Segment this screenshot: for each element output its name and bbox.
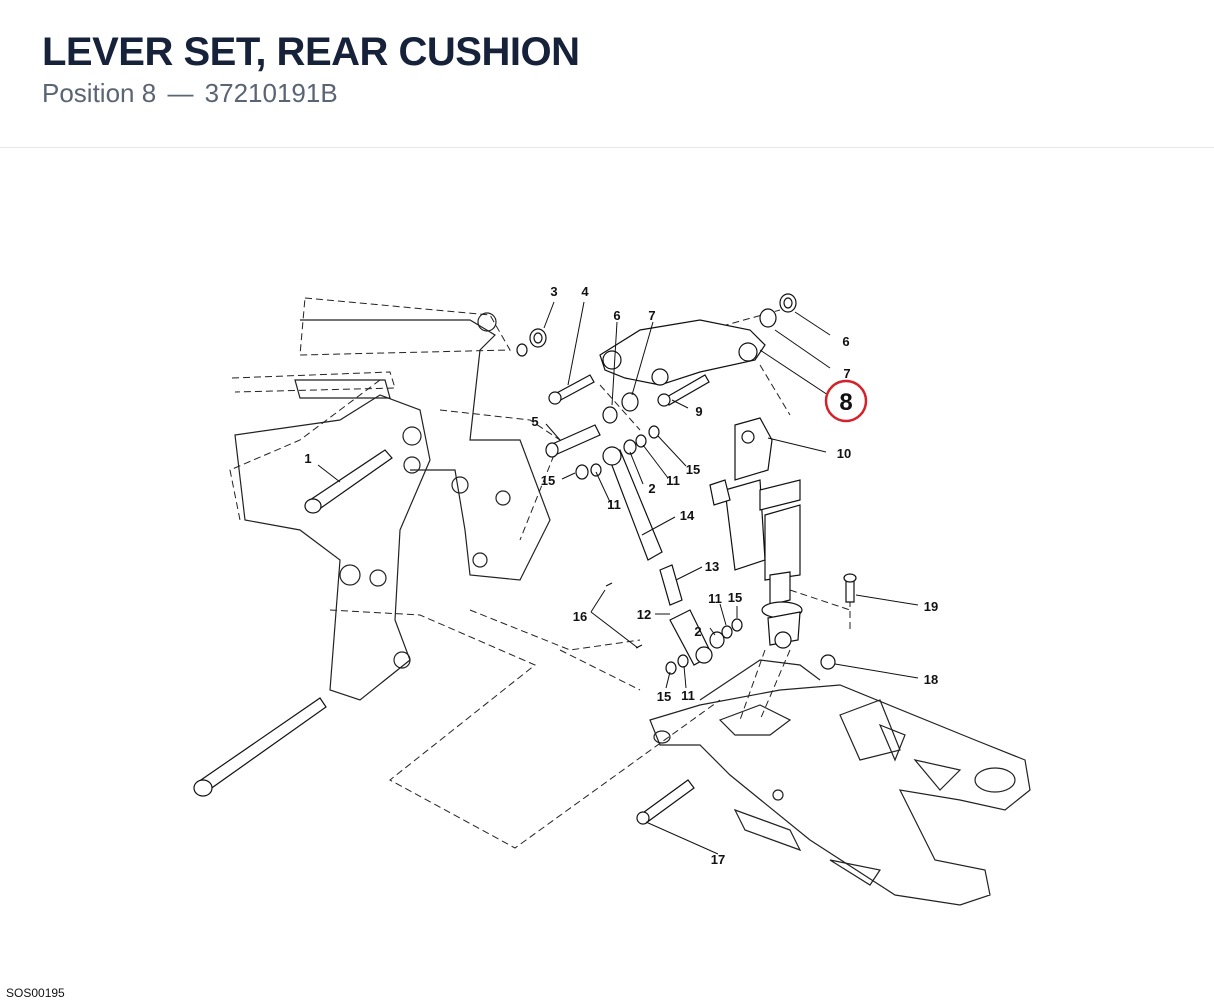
page-subtitle: Position 8 — 37210191B [42,78,338,108]
callout-4: 4 [581,284,589,299]
callout-labels: 1 2 2 3 4 5 6 6 7 7 9 10 11 11 11 11 12 … [304,284,938,867]
header: LEVER SET, REAR CUSHION Position 8 — 372… [0,0,1214,148]
tie-rod [602,446,713,666]
rocker-lever [599,319,766,386]
callout-11: 11 [607,497,621,512]
subtitle-prefix: Position [42,78,135,108]
callout-11: 11 [681,688,695,703]
callout-3: 3 [550,284,557,299]
callout-9: 9 [695,404,702,419]
callout-11: 11 [666,473,680,488]
callout-18: 18 [924,672,938,687]
frame-outline [234,312,551,701]
bolts [545,374,710,458]
rear-shock-absorber [709,417,803,649]
callout-11: 11 [708,591,722,606]
callout-15: 15 [686,462,700,477]
callout-2: 2 [648,481,655,496]
context-outlines [229,297,851,849]
bolts-lower [636,573,857,825]
callout-15: 15 [541,473,555,488]
callout-8: 8 [839,389,852,416]
callout-17: 17 [711,852,725,867]
callout-5: 5 [531,414,538,429]
callout-16: 16 [573,609,587,624]
page-title: LEVER SET, REAR CUSHION [42,30,580,74]
callout-1: 1 [304,451,311,466]
leader-lines [317,301,919,855]
bushings [516,293,836,675]
callout-14: 14 [680,508,695,523]
highlighted-callout-8[interactable]: 8 [824,379,868,423]
callout-13: 13 [705,559,719,574]
callout-7: 7 [843,366,850,381]
diagram-code: SOS00195 [6,986,65,1000]
highlight-ring [824,379,868,423]
callout-6: 6 [613,308,620,323]
callout-7: 7 [648,308,655,323]
callout-19: 19 [924,599,938,614]
callout-15: 15 [657,689,671,704]
subtitle-part-number: 37210191B [204,78,338,108]
lower-shaft [193,697,327,797]
callout-2: 2 [694,624,701,639]
subtitle-separator: — [167,78,194,108]
callout-15: 15 [728,590,742,605]
callout-6: 6 [842,334,849,349]
callout-10: 10 [837,446,851,461]
subtitle-position: 8 [141,78,157,108]
swingarm-outline [649,659,1031,906]
callout-12: 12 [637,607,651,622]
pivot-shaft-part-1 [304,449,393,514]
